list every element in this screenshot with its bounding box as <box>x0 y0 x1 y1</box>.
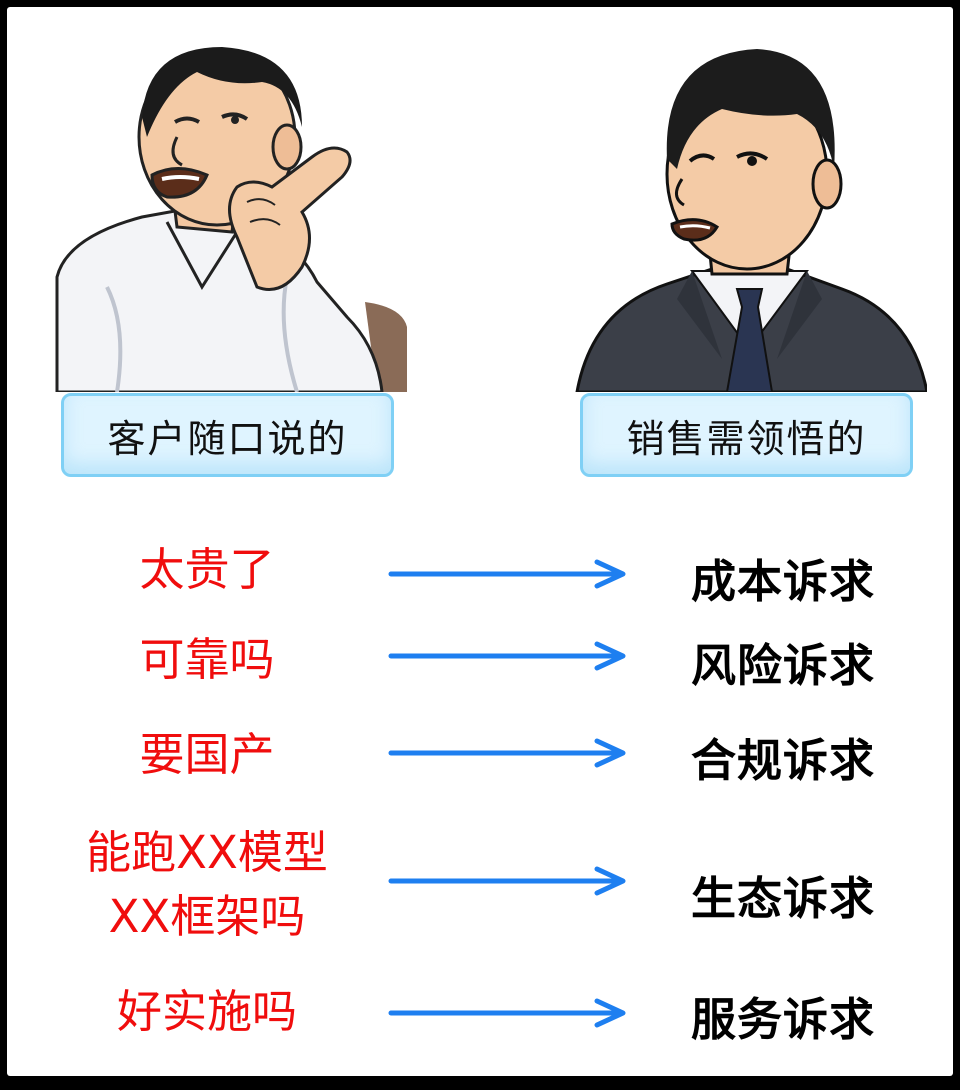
need-category: 服务诉求 <box>691 993 876 1046</box>
customer-phrase: 可靠吗 <box>139 633 275 686</box>
right-arrow-icon <box>388 559 626 589</box>
sales-understand-label-text: 销售需领悟的 <box>626 416 867 461</box>
customer-illustration <box>55 47 407 392</box>
need-category: 生态诉求 <box>691 872 876 925</box>
customer-phrase: 要国产 <box>139 728 275 781</box>
need-category: 合规诉求 <box>691 734 876 787</box>
mapping-row-ecosystem: 能跑XX模型 XX框架吗 生态诉求 <box>7 822 953 952</box>
right-arrow-icon <box>388 738 626 768</box>
need-category: 风险诉求 <box>691 639 876 692</box>
right-arrow-icon <box>388 866 626 896</box>
mapping-row-service: 好实施吗 服务诉求 <box>7 979 953 1049</box>
customer-said-label: 客户随口说的 <box>61 393 394 477</box>
sales-understand-label: 销售需领悟的 <box>580 393 913 477</box>
diagram-canvas: 客户随口说的 销售需领悟的 太贵了 成本诉求 可靠吗 风险诉求 要国产 合规诉求… <box>7 7 953 1076</box>
mapping-row-risk: 可靠吗 风险诉求 <box>7 627 953 697</box>
mapping-row-cost: 太贵了 成本诉求 <box>7 537 953 608</box>
customer-phrase-line1: 能跑XX模型 <box>86 826 328 879</box>
need-category: 成本诉求 <box>691 555 876 608</box>
right-arrow-icon <box>388 641 626 671</box>
customer-phrase: 太贵了 <box>139 543 275 596</box>
salesperson-illustration <box>575 49 927 392</box>
right-arrow-icon <box>388 998 626 1028</box>
customer-phrase: 好实施吗 <box>116 985 297 1038</box>
customer-phrase-line2: XX框架吗 <box>108 890 306 943</box>
customer-said-label-text: 客户随口说的 <box>107 416 348 461</box>
mapping-row-compliance: 要国产 合规诉求 <box>7 722 953 792</box>
